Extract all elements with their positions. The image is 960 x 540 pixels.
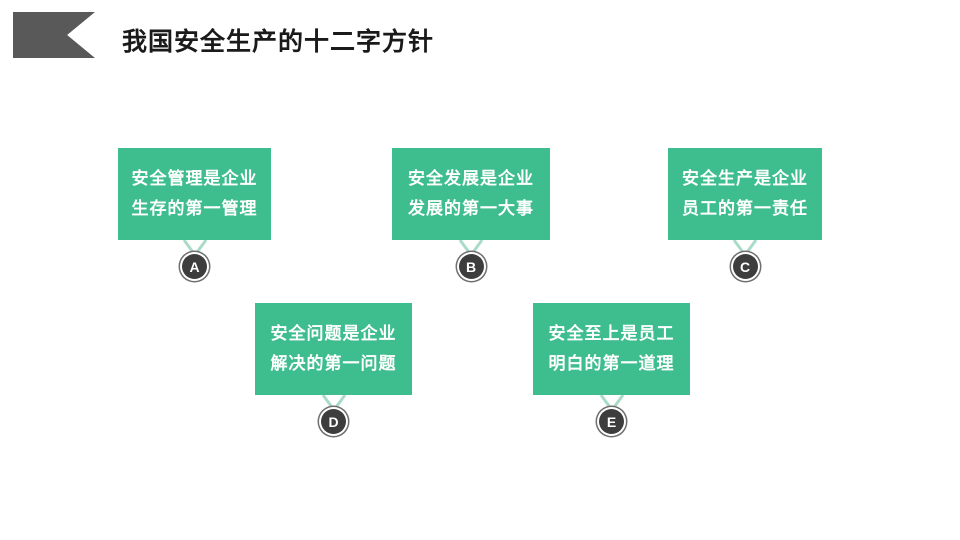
policy-card-c: 安全生产是企业 员工的第一责任 C xyxy=(668,148,822,279)
policy-card-e-box: 安全至上是员工 明白的第一道理 xyxy=(533,303,690,395)
policy-card-b-line1: 安全发展是企业 xyxy=(408,169,534,189)
medal-letter-d: D xyxy=(328,413,339,430)
ribbon-connector-icon xyxy=(182,240,207,256)
policy-card-d-line2: 解决的第一问题 xyxy=(270,353,397,373)
policy-card-e: 安全至上是员工 明白的第一道理 E xyxy=(533,303,690,434)
policy-card-a: 安全管理是企业 生存的第一管理 A xyxy=(118,148,271,279)
medal-letter-b: B xyxy=(465,258,477,275)
policy-card-d: 安全问题是企业 解决的第一问题 D xyxy=(255,303,412,434)
medal-badge-a: A xyxy=(182,254,207,279)
policy-card-c-line2: 员工的第一责任 xyxy=(682,198,808,218)
ribbon-connector-icon xyxy=(732,240,758,256)
medal-badge-e: E xyxy=(599,409,624,434)
policy-card-e-line2: 明白的第一道理 xyxy=(548,353,675,373)
policy-card-a-line2: 生存的第一管理 xyxy=(131,198,258,218)
policy-card-c-line1: 安全生产是企业 xyxy=(682,169,808,189)
medal-letter-e: E xyxy=(606,413,617,430)
policy-card-a-box: 安全管理是企业 生存的第一管理 xyxy=(118,148,271,240)
policy-card-b-line2: 发展的第一大事 xyxy=(408,198,534,218)
policy-card-e-line1: 安全至上是员工 xyxy=(548,324,675,344)
policy-card-b-box: 安全发展是企业 发展的第一大事 xyxy=(392,148,550,240)
medal-badge-c: C xyxy=(732,254,758,279)
policy-card-d-line1: 安全问题是企业 xyxy=(270,324,397,344)
ribbon-connector-icon xyxy=(458,240,484,256)
flag-banner-icon xyxy=(13,12,95,58)
ribbon-connector-icon xyxy=(321,395,346,411)
slide-title: 我国安全生产的十二字方针 xyxy=(122,28,435,56)
medal-badge-d: D xyxy=(321,409,346,434)
policy-card-c-box: 安全生产是企业 员工的第一责任 xyxy=(668,148,822,240)
policy-card-b: 安全发展是企业 发展的第一大事 B xyxy=(392,148,550,279)
medal-letter-c: C xyxy=(739,258,751,275)
ribbon-connector-icon xyxy=(599,395,624,411)
medal-badge-b: B xyxy=(458,254,484,279)
policy-card-d-box: 安全问题是企业 解决的第一问题 xyxy=(255,303,412,395)
medal-letter-a: A xyxy=(189,258,200,275)
policy-card-a-line1: 安全管理是企业 xyxy=(131,169,258,189)
